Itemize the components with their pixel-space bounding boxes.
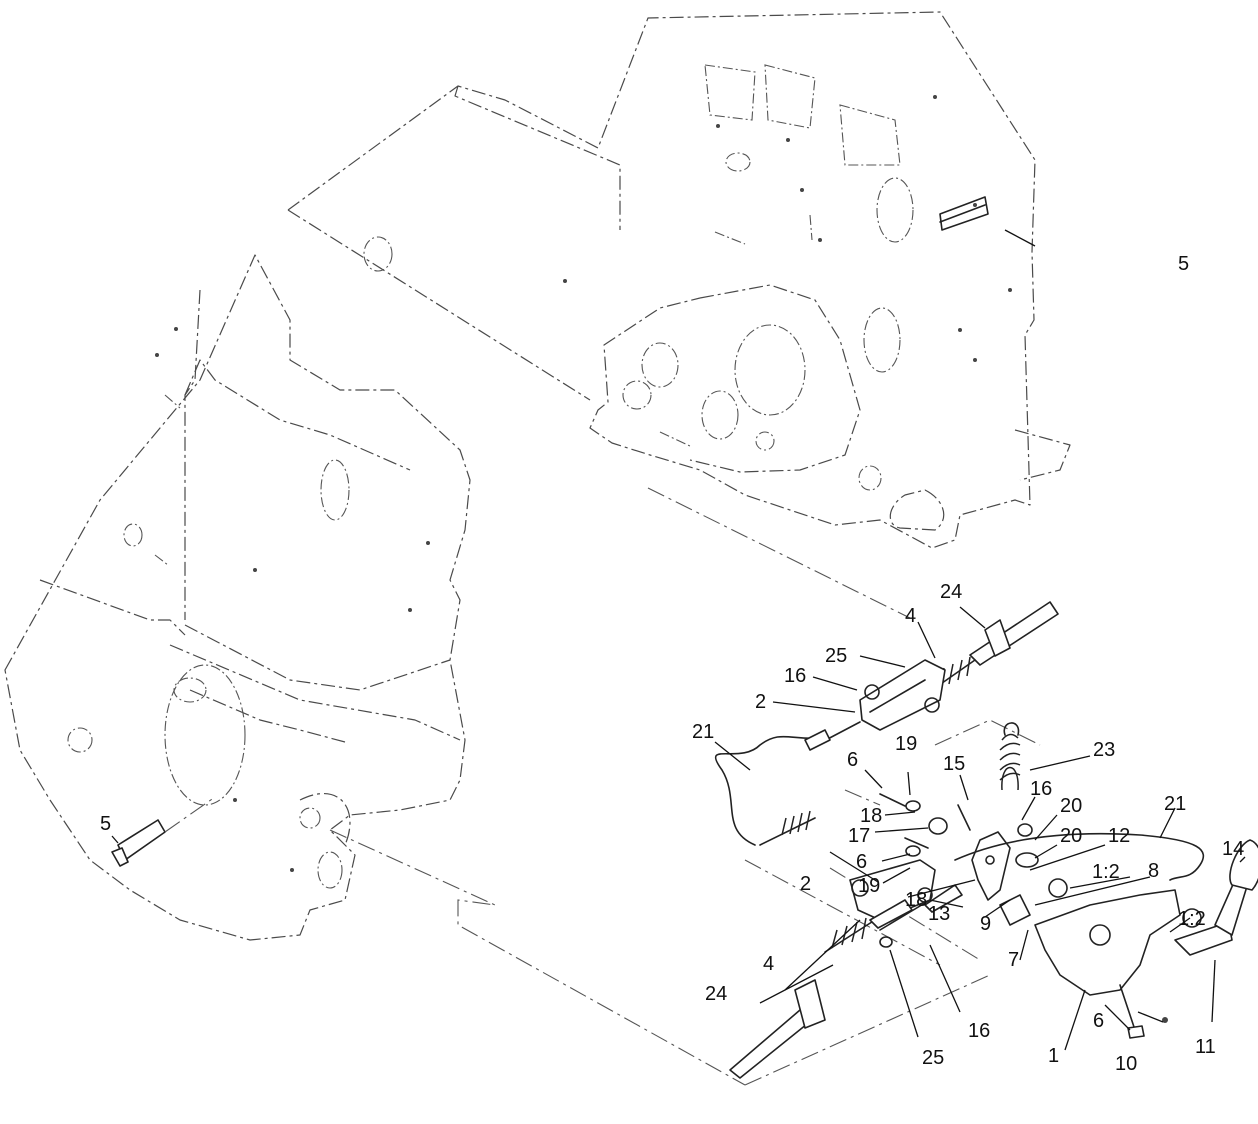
- callout-18: 18: [860, 805, 882, 827]
- callout-24: 24: [705, 983, 727, 1005]
- callout-14: 14: [1222, 838, 1244, 860]
- callout-18: 18: [905, 889, 927, 911]
- callout-12: 12: [1108, 825, 1130, 847]
- callout-4: 4: [905, 605, 916, 627]
- callout-16: 16: [1030, 778, 1052, 800]
- leader-lines: [111, 606, 1246, 1051]
- callout-21: 21: [692, 721, 714, 743]
- rear-frame-panel: [287, 11, 1071, 549]
- bolt-bottom: [1119, 984, 1168, 1039]
- assembly-lines: [329, 487, 1041, 1086]
- callout-9: 9: [980, 913, 991, 935]
- callout-17: 17: [848, 825, 870, 847]
- callout-labels: 5 5 24 4 25 16 2 21 6 19 15 23 16 18 20 …: [100, 253, 1244, 1075]
- callout-6: 6: [1093, 1010, 1104, 1032]
- callout-2: 2: [755, 691, 766, 713]
- callout-1-2: 1:2: [1092, 861, 1120, 883]
- pin-top: [969, 601, 1059, 666]
- cable-right: [879, 832, 1205, 931]
- bracket-top: [859, 659, 946, 731]
- callout-8: 8: [1148, 860, 1159, 882]
- front-frame-panel: [4, 254, 471, 941]
- callout-16: 16: [784, 665, 806, 687]
- callout-11: 11: [1195, 1036, 1216, 1058]
- parts: [111, 196, 1258, 1079]
- callout-4: 4: [763, 953, 774, 975]
- callout-15: 15: [943, 753, 965, 775]
- callout-6: 6: [847, 749, 858, 771]
- spring-left: [759, 810, 816, 846]
- callout-5: 5: [1178, 253, 1189, 275]
- callout-19: 19: [895, 733, 917, 755]
- callout-16: 16: [968, 1020, 990, 1042]
- callout-19: 19: [858, 875, 880, 897]
- spring-bottom: [824, 917, 876, 953]
- callout-5: 5: [100, 813, 111, 835]
- small-hardware: [879, 793, 1068, 898]
- bolt-top: [939, 196, 1036, 247]
- cable-left: [714, 721, 861, 846]
- spring-large: [999, 722, 1021, 791]
- handle: [1174, 839, 1258, 956]
- callout-25: 25: [825, 645, 847, 667]
- callout-6: 6: [856, 851, 867, 873]
- callout-13: 13: [928, 903, 950, 925]
- handle-bracket: [999, 889, 1181, 996]
- callout-20: 20: [1060, 825, 1082, 847]
- callout-20: 20: [1060, 795, 1082, 817]
- callout-23: 23: [1093, 739, 1115, 761]
- bolt-left: [111, 796, 216, 867]
- callout-10: 10: [1115, 1053, 1137, 1075]
- lever: [971, 831, 1011, 901]
- callout-7: 7: [1008, 949, 1019, 971]
- callout-1-2: 1:2: [1178, 908, 1206, 930]
- callout-2: 2: [800, 873, 811, 895]
- callout-1: 1: [1048, 1045, 1059, 1067]
- callout-25: 25: [922, 1047, 944, 1069]
- pin-bottom: [729, 899, 913, 1079]
- callout-24: 24: [940, 581, 962, 603]
- callout-21: 21: [1164, 793, 1186, 815]
